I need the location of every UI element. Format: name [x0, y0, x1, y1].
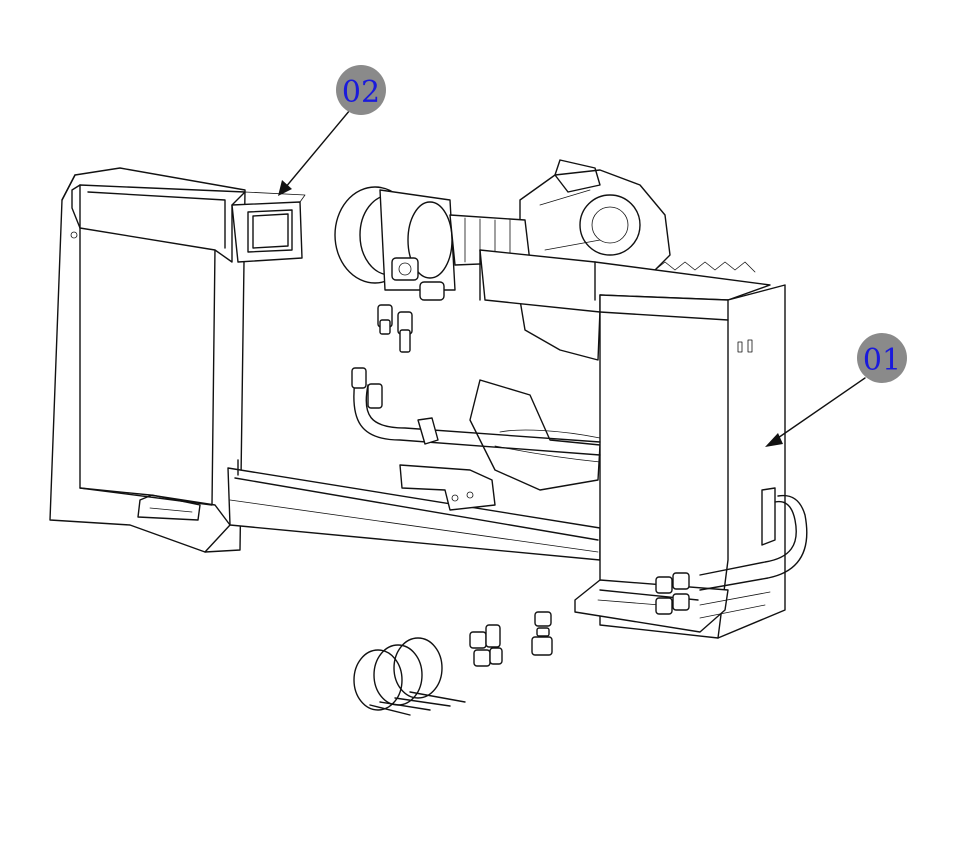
- callout-01-label: 01: [863, 343, 901, 378]
- motor-port-adapters: [377, 304, 413, 353]
- loose-elbow-fittings: [469, 611, 553, 667]
- callout-02-label: 02: [342, 75, 380, 110]
- callout-01: 01: [765, 333, 907, 447]
- part-01-attach-plate: [479, 249, 786, 639]
- callout-01-balloon: [857, 333, 907, 383]
- callout-02-balloon: [336, 65, 386, 115]
- hydraulic-hoses: [351, 367, 808, 619]
- hose-clamps: [353, 637, 466, 716]
- callout-02: 02: [278, 65, 386, 196]
- part-02-mount-frame: [49, 167, 306, 553]
